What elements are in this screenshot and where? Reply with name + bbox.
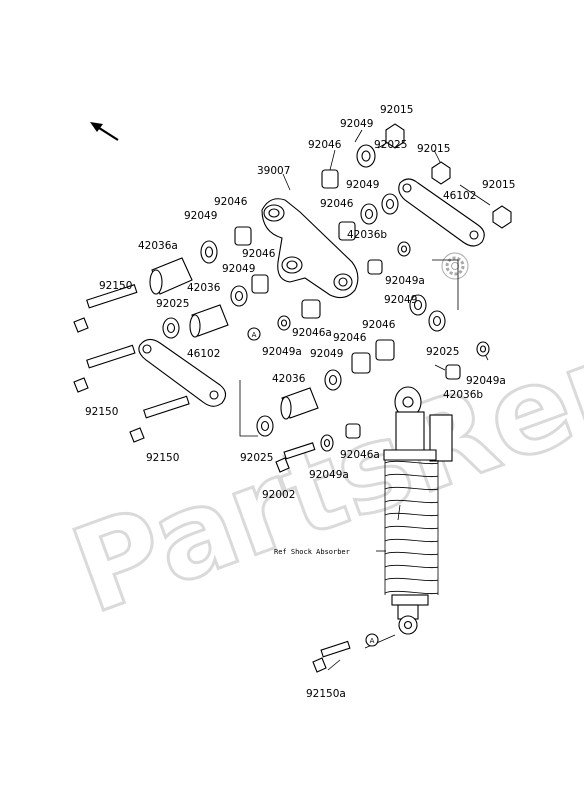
part-label: 92150 (85, 406, 118, 418)
svg-text:A: A (370, 637, 375, 645)
circle-marker-a-1: A (247, 327, 261, 341)
part-label: 42036a (138, 240, 178, 252)
bearings (234, 169, 461, 439)
part-label: 92025 (426, 346, 459, 358)
tie-rod-46102-lower (138, 338, 227, 407)
part-label: 92049 (222, 263, 255, 275)
gear-icon (441, 252, 469, 280)
part-label: 92049 (310, 348, 343, 360)
part-label: 92049a (309, 469, 349, 481)
rocker-arm-39007 (261, 198, 359, 299)
circle-marker-a-2: A (365, 633, 379, 647)
svg-text:A: A (252, 331, 257, 339)
part-label: 42036 (187, 282, 221, 294)
part-label: 92049a (262, 346, 302, 358)
part-label: 92025 (240, 452, 273, 464)
part-label: 92046a (340, 449, 380, 461)
part-label: 92025 (156, 298, 189, 310)
part-label: 92025 (374, 139, 407, 151)
part-label: 42036 (272, 373, 306, 385)
nuts (385, 123, 512, 229)
part-label: 92046 (333, 332, 367, 344)
part-label: 92049 (340, 118, 373, 130)
part-label: 92015 (380, 104, 413, 116)
collar-42036a (149, 257, 193, 295)
washers (162, 144, 490, 452)
part-label: 92049a (466, 375, 506, 387)
part-label: 42036b (443, 389, 483, 401)
part-label: 92046 (214, 196, 248, 208)
part-label: 92015 (482, 179, 515, 191)
part-label: 92049 (184, 210, 217, 222)
part-label: 92046a (292, 327, 332, 339)
part-label: 46102 (443, 190, 476, 202)
part-label: 92049a (385, 275, 425, 287)
bolt-92150-3 (129, 395, 190, 443)
part-label: 92150 (146, 452, 179, 464)
part-label: 42036b (347, 229, 387, 241)
part-label: 92002 (262, 489, 295, 501)
part-label: 92049 (384, 294, 417, 306)
ref-note: Ref Shock Absorber (274, 548, 350, 556)
tie-rod-46102-upper (398, 178, 485, 247)
leader-lines (239, 129, 491, 671)
part-label: 92049 (346, 179, 379, 191)
part-labels: 92015 92049 92015 92046 92025 39007 9204… (85, 104, 515, 700)
bolt-92150-1 (73, 284, 138, 333)
part-label: 92046 (362, 319, 396, 331)
bolt-92002 (275, 442, 316, 473)
collar-42036-lower (280, 387, 319, 420)
collar-42036 (189, 304, 229, 338)
bolt-92150-2 (73, 344, 136, 393)
part-label: 92150 (99, 280, 132, 292)
spring-coils (384, 460, 439, 595)
part-label: 92046 (308, 139, 342, 151)
arrow-up-left-icon (90, 122, 119, 141)
part-label: 92046 (320, 198, 354, 210)
part-label: 92046 (242, 248, 276, 260)
part-label: 92015 (417, 143, 450, 155)
part-label: 39007 (257, 165, 290, 177)
bolt-92150a (312, 640, 351, 673)
shock-absorber (383, 386, 453, 635)
part-label: 46102 (187, 348, 220, 360)
part-label: 92150a (306, 688, 346, 700)
